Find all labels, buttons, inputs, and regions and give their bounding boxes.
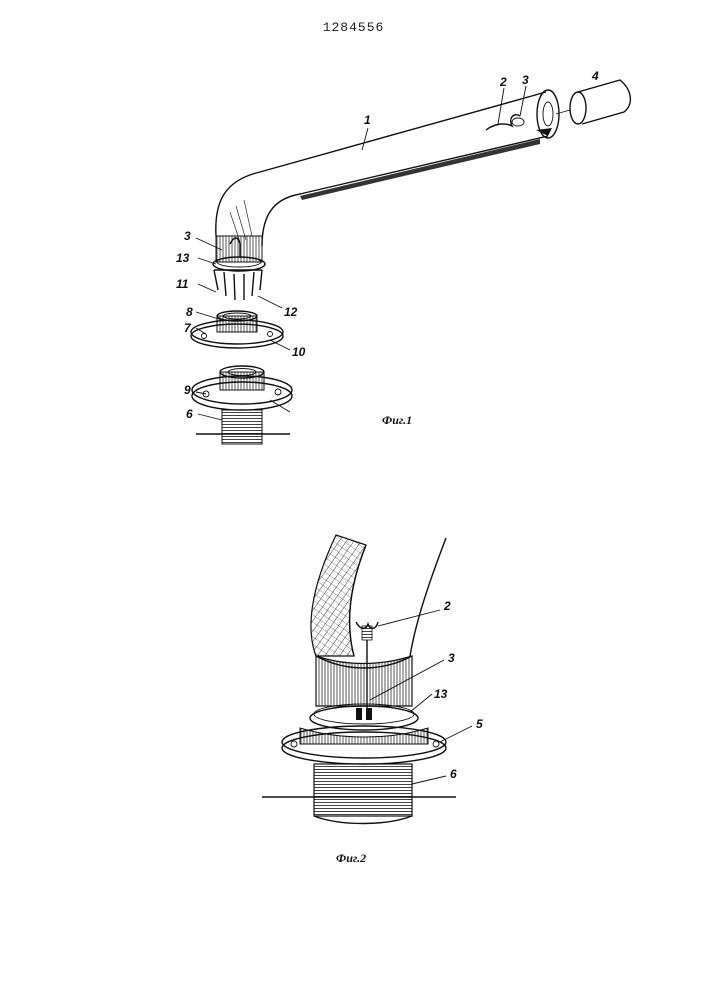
figure-1-caption: Фиг.1 (382, 413, 412, 427)
fig1-label-fingers: 11 (176, 277, 189, 291)
fig2-label-ring: 13 (434, 687, 448, 701)
fig1-label-contact: 2 (499, 75, 507, 89)
fig1-label-base: 9 (184, 383, 191, 397)
fig2-sleeve (316, 656, 412, 720)
tube-1 (216, 90, 559, 246)
collet-assembly (213, 236, 265, 300)
fig1-label-thread: 6 (186, 407, 193, 421)
fig1-label-pin-lower: 3 (184, 229, 191, 243)
fig2-label-flange: 5 (476, 717, 483, 731)
fig2-flange-5 (282, 726, 446, 764)
base-9-thread-6 (192, 366, 292, 444)
fig1-label-tube: 1 (364, 113, 371, 127)
figure-2-drawing: 2 3 13 5 6 Фиг.2 (262, 535, 483, 865)
fig1-label-nut: 8 (186, 305, 193, 319)
fig1-label-ring: 13 (176, 251, 190, 265)
fig1-label-pin-upper: 3 (522, 73, 529, 87)
fig1-label-flange-hole: 10 (292, 345, 306, 359)
figure-2-caption: Фиг.2 (336, 851, 366, 865)
contact-2-3-upper (486, 115, 524, 130)
figure-1-drawing: 1 2 3 4 3 13 11 12 8 7 10 9 6 Фиг.1 (176, 69, 630, 444)
stopper-4 (556, 80, 630, 124)
fig2-tube (311, 535, 446, 656)
fig2-label-thread: 6 (450, 767, 457, 781)
nut-8-flange-7 (191, 311, 283, 348)
fig2-label-contact: 2 (443, 599, 451, 613)
fig1-label-stopper: 4 (591, 69, 599, 83)
fig1-label-finger-end: 12 (284, 305, 298, 319)
fig2-label-pin: 3 (448, 651, 455, 665)
fig2-thread-6 (262, 764, 456, 824)
